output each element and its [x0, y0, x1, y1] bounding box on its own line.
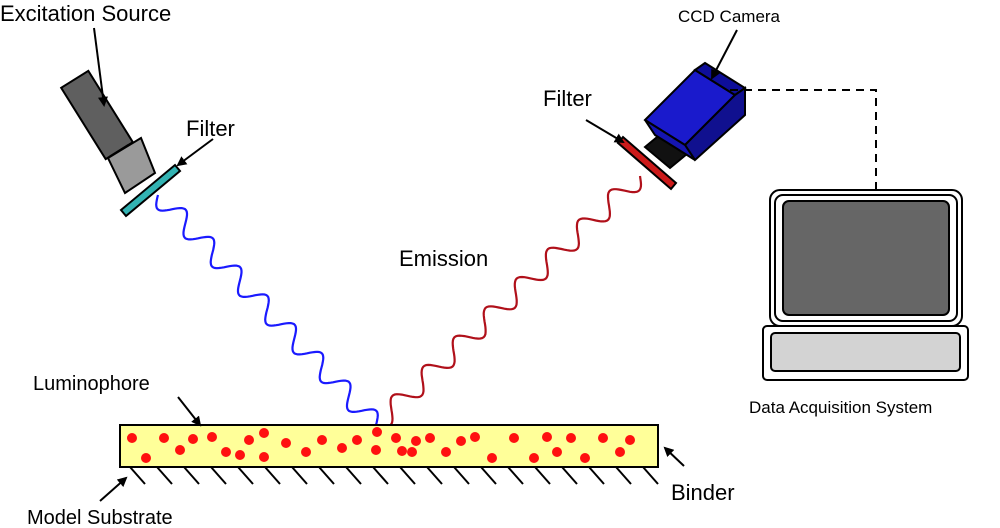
luminophore-dot [425, 433, 435, 443]
luminophore-dot [598, 433, 608, 443]
filter-left-pointer [176, 138, 214, 167]
hatch-mark [264, 466, 281, 485]
luminophore-dot [487, 453, 497, 463]
luminophore-dot [317, 435, 327, 445]
excitation-source-pointer [93, 27, 108, 107]
luminophore-particles [127, 427, 635, 463]
luminophore-dot [159, 433, 169, 443]
filter-right-pointer [585, 119, 625, 144]
lamp-icon [59, 69, 157, 195]
ccd-camera-pointer [711, 29, 738, 80]
hatch-mark [588, 466, 605, 485]
luminophore-dot [281, 438, 291, 448]
luminophore-dot [207, 432, 217, 442]
luminophore-dot [625, 435, 635, 445]
luminophore-dot [542, 432, 552, 442]
emission-label: Emission [399, 246, 488, 271]
luminophore-dot [566, 433, 576, 443]
computer-monitor-icon [762, 189, 969, 381]
luminophore-pointer [177, 396, 202, 427]
filter-right-label: Filter [543, 86, 592, 111]
luminophore-dot [580, 453, 590, 463]
luminophore-dot [175, 445, 185, 455]
luminophore-dot [456, 436, 466, 446]
model-substrate-hatching [129, 466, 659, 485]
ccd-camera-icon [643, 61, 747, 170]
luminophore-dot [127, 433, 137, 443]
hatch-mark [129, 466, 146, 485]
binder-label: Binder [671, 480, 735, 505]
hatch-mark [615, 466, 632, 485]
luminophore-dot [411, 436, 421, 446]
luminophore-dot [244, 435, 254, 445]
luminophore-dot [552, 447, 562, 457]
hatch-mark [345, 466, 362, 485]
hatch-mark [210, 466, 227, 485]
luminophore-label: Luminophore [33, 373, 150, 395]
excitation-wave [155, 194, 379, 426]
hatch-mark [642, 466, 659, 485]
hatch-mark [237, 466, 254, 485]
hatch-mark [156, 466, 173, 485]
hatch-mark [426, 466, 443, 485]
luminophore-dot [188, 434, 198, 444]
filter-left-label: Filter [186, 116, 235, 141]
luminophore-dot [441, 447, 451, 457]
luminophore-dot [391, 433, 401, 443]
emission-wave [375, 175, 643, 428]
hatch-mark [480, 466, 497, 485]
hatch-mark [507, 466, 524, 485]
data-acquisition-label: Data Acquisition System [749, 398, 932, 417]
luminophore-dot [397, 446, 407, 456]
hatch-mark [372, 466, 389, 485]
luminophore-dot [371, 445, 381, 455]
hatch-mark [291, 466, 308, 485]
hatch-mark [318, 466, 335, 485]
data-link-dashed-line [730, 89, 877, 190]
hatch-mark [183, 466, 200, 485]
luminophore-dot [221, 447, 231, 457]
hatch-mark [453, 466, 470, 485]
ccd-camera-label: CCD Camera [678, 7, 781, 26]
hatch-mark [534, 466, 551, 485]
luminophore-dot [470, 432, 480, 442]
luminophore-dot [235, 450, 245, 460]
luminophore-dot [509, 433, 519, 443]
hatch-mark [399, 466, 416, 485]
luminophore-dot [372, 427, 382, 437]
hatch-mark [561, 466, 578, 485]
model-substrate-label: Model Substrate [27, 507, 173, 528]
excitation-filter [119, 163, 182, 218]
model-substrate-pointer [99, 476, 128, 502]
binder-layer [119, 424, 659, 468]
luminophore-dot [337, 443, 347, 453]
luminophore-dot [259, 452, 269, 462]
luminophore-dot [301, 447, 311, 457]
luminophore-dot [615, 447, 625, 457]
luminophore-dot [259, 428, 269, 438]
luminophore-dot [407, 447, 417, 457]
luminophore-dot [529, 453, 539, 463]
luminophore-dot [141, 453, 151, 463]
binder-pointer [663, 446, 685, 467]
luminophore-dot [352, 435, 362, 445]
excitation-source-label: Excitation Source [0, 1, 171, 26]
